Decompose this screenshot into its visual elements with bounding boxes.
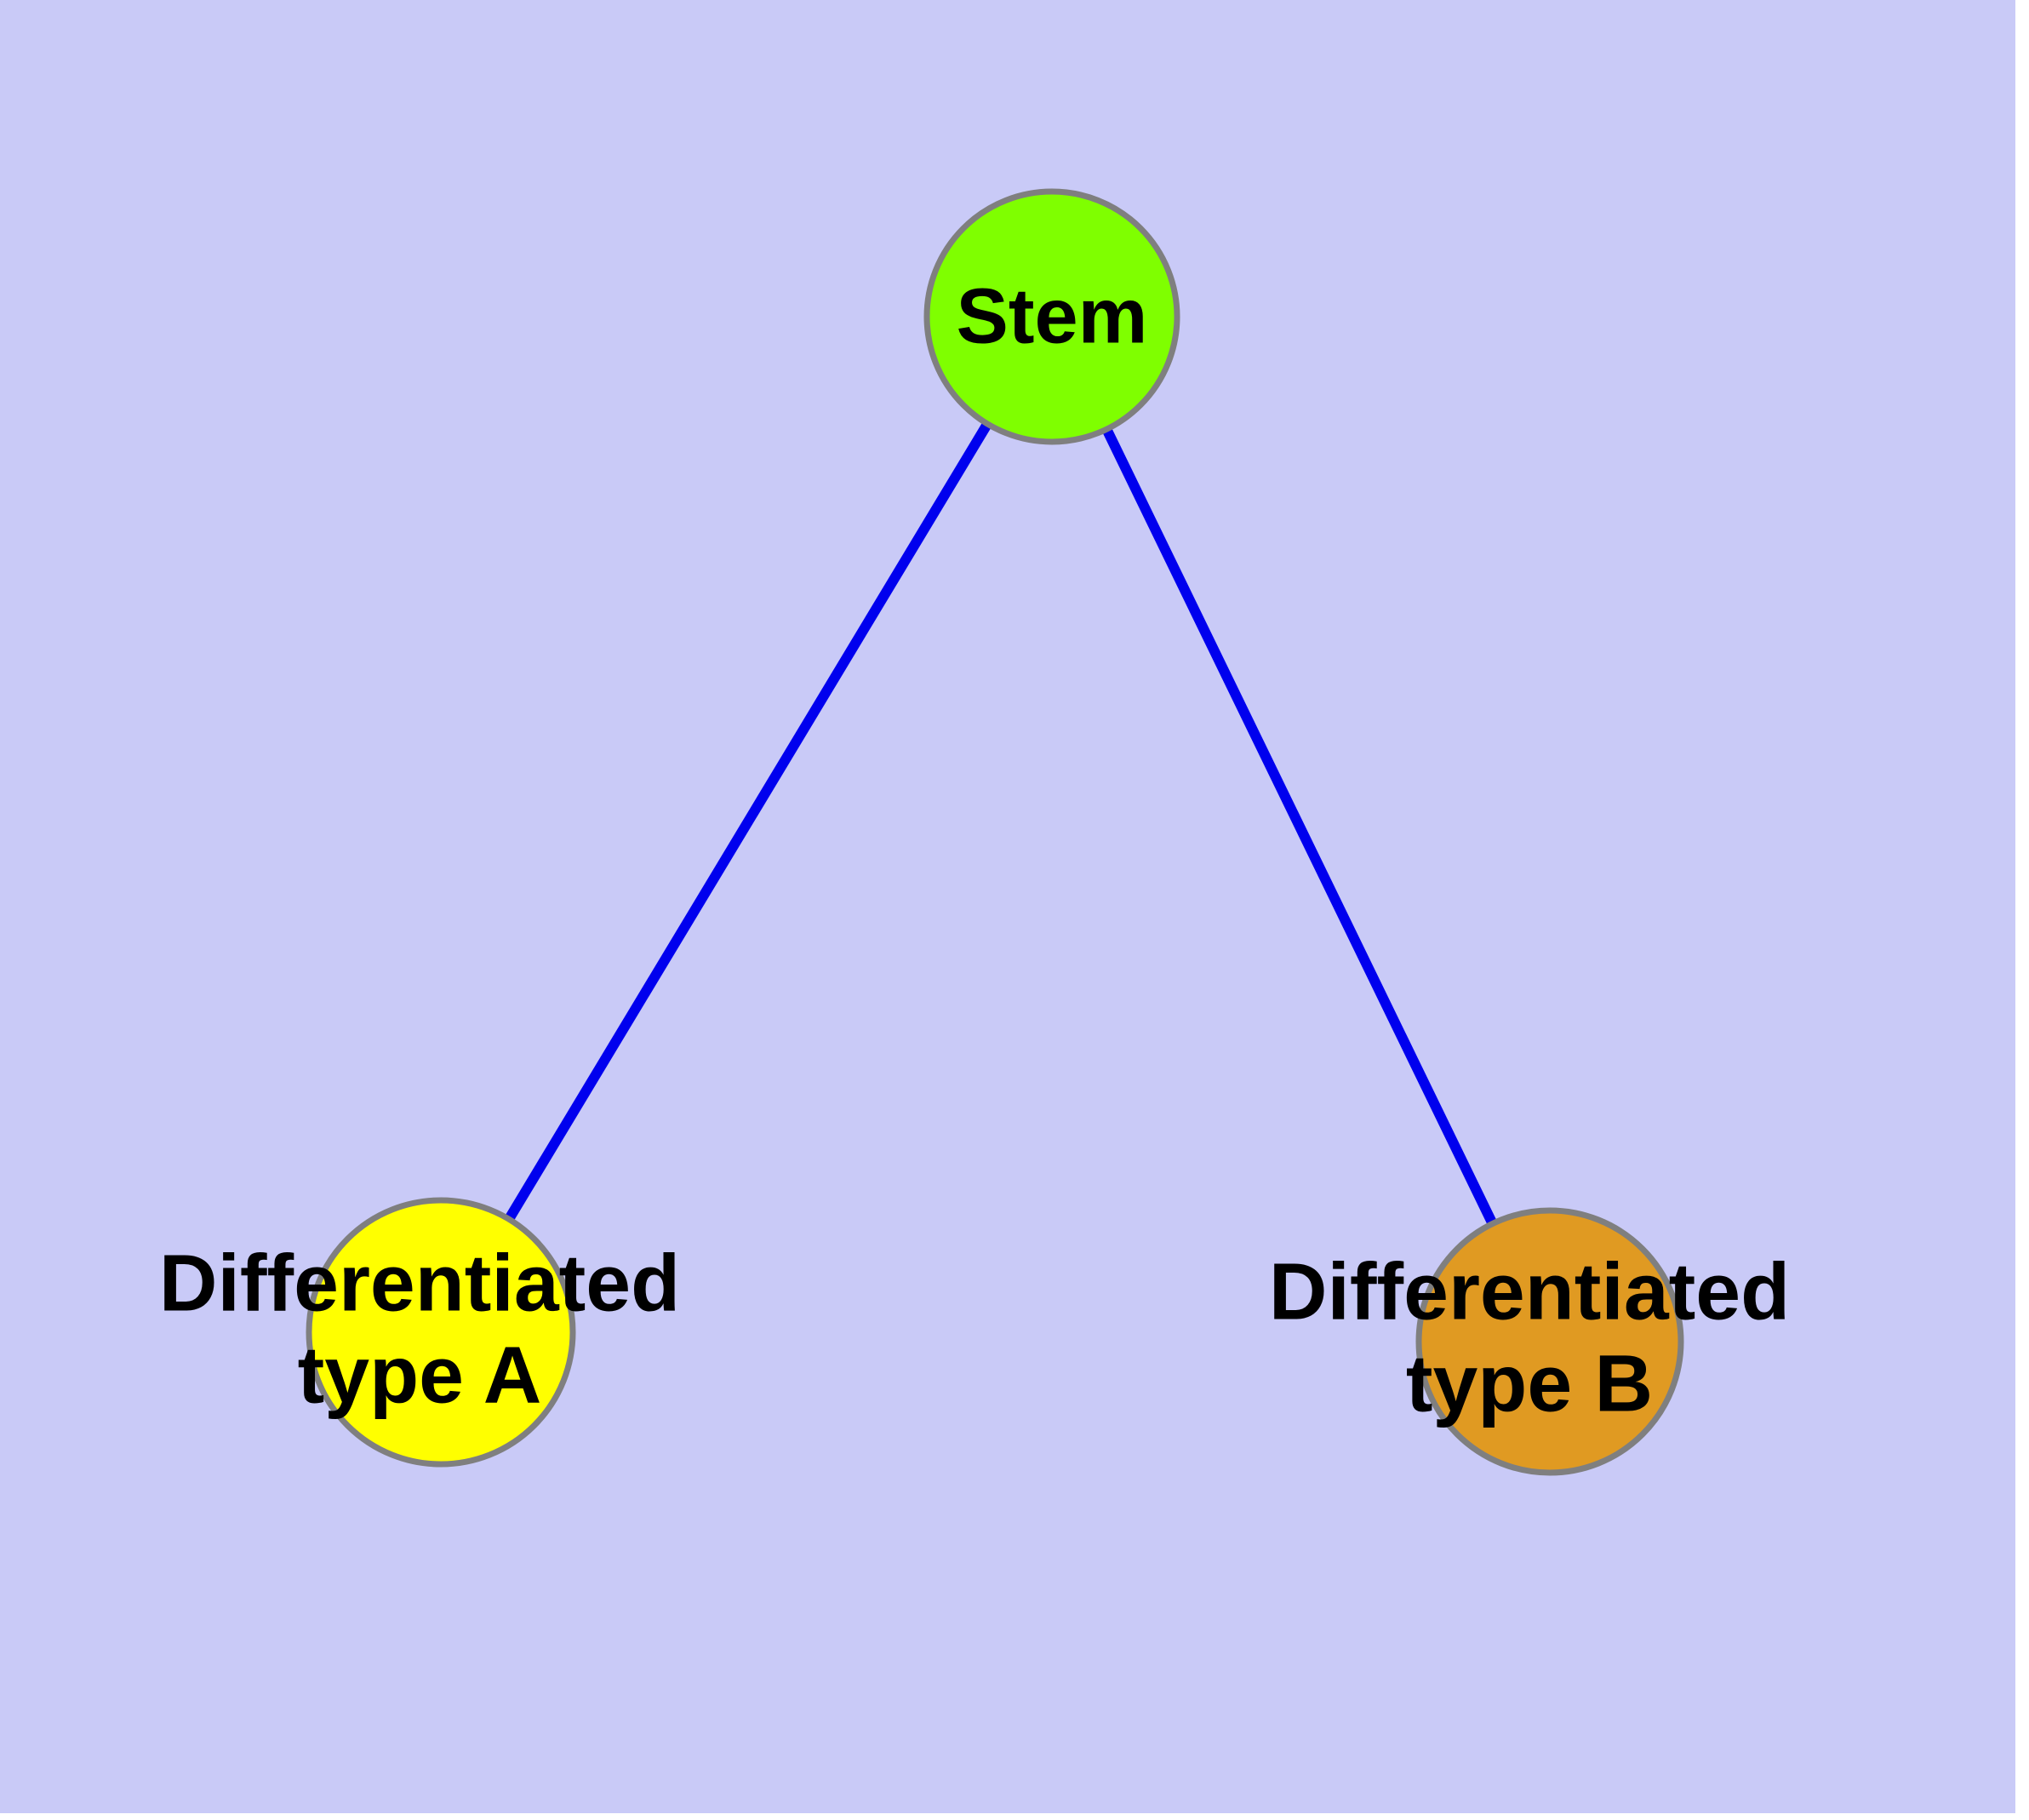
node-differentiated-type-b[interactable] — [1415, 1207, 1684, 1476]
edge-stem-to-diff-a — [502, 418, 994, 1225]
edge-stem-to-diff-b — [1100, 423, 1499, 1229]
edge-layer — [502, 418, 1499, 1229]
node-layer — [306, 188, 1684, 1476]
node-differentiated-type-a[interactable] — [306, 1197, 576, 1468]
node-stem[interactable] — [923, 188, 1180, 445]
